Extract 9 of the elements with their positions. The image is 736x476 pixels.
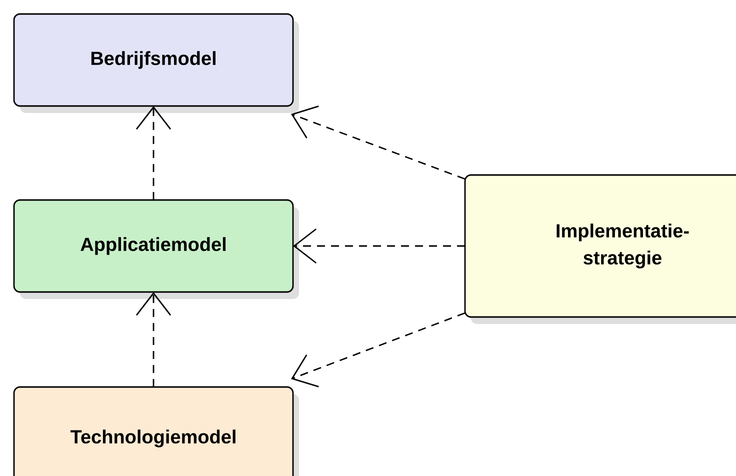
arrow [291,312,466,388]
model-box: Applicatiemodel [13,199,299,299]
model-box: Bedrijfsmodel [13,13,299,113]
model-box: Implementatie-strategie [464,174,736,324]
arrow [293,228,465,264]
arrow [136,292,172,387]
arrow [136,106,172,200]
model-box: Technologiemodel [13,386,299,476]
arrow [291,106,466,180]
